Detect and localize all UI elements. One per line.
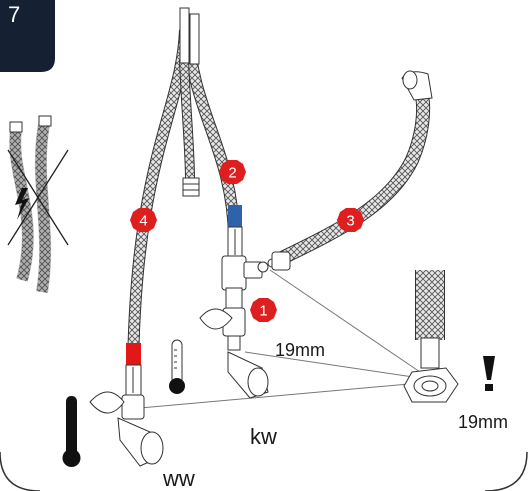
wrench-size-nut-label: 19mm (458, 412, 508, 432)
wrench-size-valve-label: 19mm (275, 340, 325, 360)
frame-corner-right (484, 451, 528, 491)
cold-water-label: kw (250, 424, 277, 449)
callout-badge-4: 4 (130, 208, 157, 232)
warm-water-valve (89, 391, 164, 467)
thermometer-hot-icon (62, 396, 81, 467)
callout-number-3: 3 (346, 213, 354, 230)
hot-marker (126, 343, 141, 365)
do-not-kink-hoses-icon (7, 115, 69, 293)
guide-lines (139, 269, 421, 409)
thermometer-cold-icon (169, 339, 185, 394)
callout-badge-2: 2 (219, 160, 246, 184)
hot-hose-fitting (121, 343, 145, 420)
t-valve-assembly (199, 255, 277, 399)
hose-bundle (127, 7, 240, 379)
warning-exclamation-icon (483, 356, 495, 391)
step-panel: 7 (0, 0, 55, 72)
callout-number-4: 4 (139, 213, 147, 230)
hose-three (271, 70, 433, 271)
callout-badge-1: 1 (250, 298, 277, 322)
callout-number-1: 1 (259, 303, 267, 320)
callout-number-2: 2 (228, 165, 236, 182)
nut-detail (403, 270, 459, 403)
callout-badge-3: 3 (337, 208, 364, 232)
step-number: 7 (8, 2, 20, 27)
warm-water-label: ww (162, 466, 195, 491)
cold-marker (228, 205, 242, 227)
cold-hose-fitting (227, 205, 243, 258)
frame-corner-left (0, 451, 41, 491)
